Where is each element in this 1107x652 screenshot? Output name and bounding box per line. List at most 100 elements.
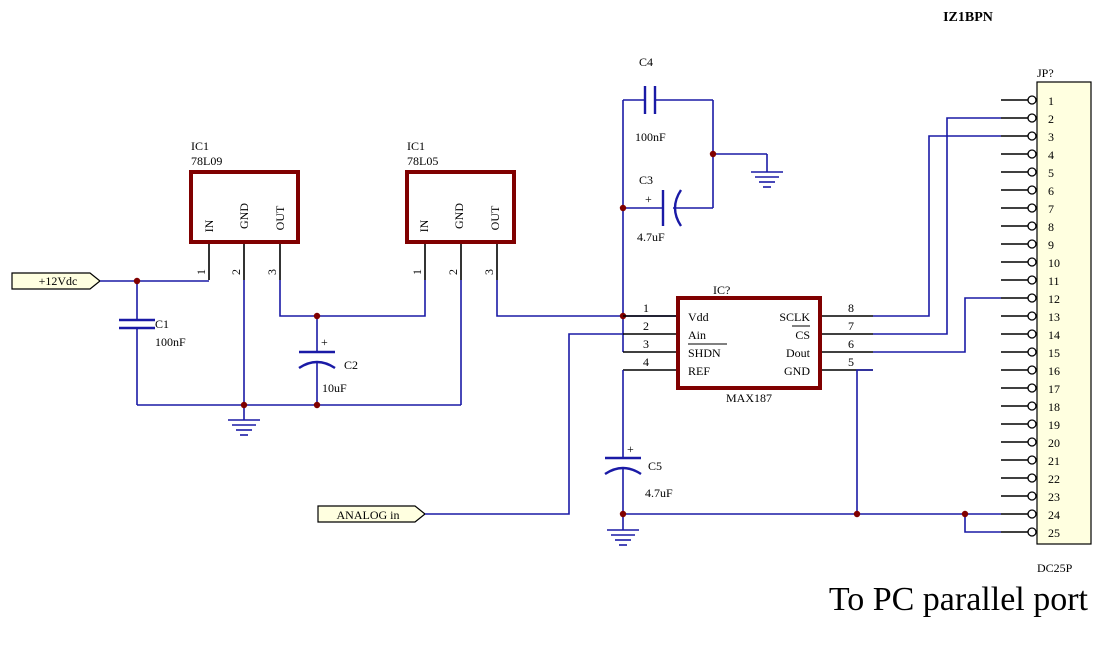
connector-ref: JP?: [1037, 66, 1054, 80]
c2-symbol: [298, 350, 336, 370]
analog-port-label: ANALOG in: [337, 508, 400, 522]
junction-gnd-pins: [961, 510, 969, 518]
connector-pin-socket: [1027, 167, 1037, 177]
connector-pin-number: 18: [1048, 400, 1060, 414]
c4-ref: C4: [639, 55, 653, 69]
c5-value: 4.7uF: [645, 486, 673, 500]
connector-pin-number: 6: [1048, 184, 1054, 198]
connector-pin-number: 24: [1048, 508, 1060, 522]
connector-pin-number: 4: [1048, 148, 1054, 162]
adc-pin-ref: REF: [688, 364, 710, 378]
reg1-pin-out: OUT: [273, 205, 287, 230]
power-port: [11, 272, 101, 290]
connector-pin-number: 20: [1048, 436, 1060, 450]
c3-symbol: [661, 189, 683, 227]
reg1-body: [189, 170, 300, 244]
adc-num-8: 8: [848, 301, 854, 315]
c1-ref: C1: [155, 317, 169, 331]
connector-pin-socket: [1027, 347, 1037, 357]
power-port-label: +12Vdc: [39, 274, 78, 288]
connector-body: [1036, 81, 1092, 545]
connector-pin-number: 16: [1048, 364, 1060, 378]
c4-symbol: [643, 86, 657, 114]
connector-pin-number: 11: [1048, 274, 1060, 288]
ground-symbol-2: [751, 171, 783, 188]
connector-pin-socket: [1027, 383, 1037, 393]
connector-pin-number: 9: [1048, 238, 1054, 252]
connector-pin-socket: [1027, 239, 1037, 249]
connector-pin-number: 21: [1048, 454, 1060, 468]
ground-symbol-1: [228, 419, 260, 436]
caption: To PC parallel port: [829, 581, 1089, 618]
reg2-num-2: 2: [446, 269, 460, 275]
connector-pin-socket: [1027, 185, 1037, 195]
adc-pin-dout: Dout: [786, 346, 811, 360]
c5-symbol: [604, 456, 642, 476]
junction-c4-gnd: [709, 150, 717, 158]
analog-port: [317, 505, 426, 523]
c1-symbol: [119, 318, 155, 330]
connector-pin-socket: [1027, 95, 1037, 105]
c3c4-wires: [622, 99, 768, 352]
connector-pin-number: 2: [1048, 112, 1054, 126]
connector-pin-socket: [1027, 311, 1037, 321]
adc-num-4: 4: [643, 355, 649, 369]
ground-symbol-3: [607, 529, 639, 546]
connector-pin-number: 25: [1048, 526, 1060, 540]
reg2-pin-in: IN: [417, 219, 431, 232]
adc-value: MAX187: [726, 391, 772, 405]
connector-pin-socket: [1027, 437, 1037, 447]
connector-pin-number: 1: [1048, 94, 1054, 108]
c4-value: 100nF: [635, 130, 666, 144]
adc-body: [676, 296, 822, 390]
c3-ref: C3: [639, 173, 653, 187]
reg1-pin-gnd: GND: [237, 203, 251, 229]
reg2-num-3: 3: [482, 269, 496, 275]
connector-pin-socket: [1027, 455, 1037, 465]
connector-type: DC25P: [1037, 561, 1073, 575]
junction-adc-gnd: [853, 510, 861, 518]
reg1-value: 78L09: [191, 154, 222, 168]
reg2-pin-gnd: GND: [452, 203, 466, 229]
junction-9v-c2: [313, 312, 321, 320]
adc-pin-shdn: SHDN: [688, 346, 721, 360]
connector-pin-socket: [1027, 257, 1037, 267]
connector-pin-socket: [1027, 419, 1037, 429]
connector-pins: 1234567891011121314151617181920212223242…: [1001, 94, 1060, 540]
adc-num-6: 6: [848, 337, 854, 351]
adc-pin-cs: CS: [795, 328, 810, 342]
adc-ref: IC?: [713, 283, 730, 297]
reg1-num-1: 1: [194, 269, 208, 275]
connector-pin-socket: [1027, 221, 1037, 231]
adc-num-7: 7: [848, 319, 854, 333]
junction-c5-gnd: [619, 510, 627, 518]
junction-gnd-main: [240, 401, 248, 409]
c5-polarity: +: [627, 442, 634, 456]
adc-right-leads: [822, 315, 873, 371]
connector-pin-socket: [1027, 401, 1037, 411]
connector-pin-socket: [1027, 491, 1037, 501]
c5-ref: C5: [648, 459, 662, 473]
connector-pin-socket: [1027, 527, 1037, 537]
connector-pin-socket: [1027, 113, 1037, 123]
adc-pin-vdd: Vdd: [688, 310, 709, 324]
adc-num-5: 5: [848, 355, 854, 369]
reg1-num-3: 3: [265, 269, 279, 275]
c2-value: 10uF: [322, 381, 347, 395]
connector-pin-number: 14: [1048, 328, 1060, 342]
connector-pin-socket: [1027, 275, 1037, 285]
connector-pin-number: 22: [1048, 472, 1060, 486]
adc-left-leads: [623, 315, 676, 371]
c5-wires: [622, 369, 965, 530]
author-label: IZ1BPN: [943, 10, 993, 25]
connector-pin-socket: [1027, 131, 1037, 141]
connector-pin-number: 12: [1048, 292, 1060, 306]
adc-num-1: 1: [643, 301, 649, 315]
adc-pin-gnd: GND: [784, 364, 810, 378]
connector-pin-socket: [1027, 293, 1037, 303]
reg1-num-2: 2: [229, 269, 243, 275]
reg1-ref: IC1: [191, 139, 209, 153]
reg2-value: 78L05: [407, 154, 438, 168]
connector-pin-number: 23: [1048, 490, 1060, 504]
